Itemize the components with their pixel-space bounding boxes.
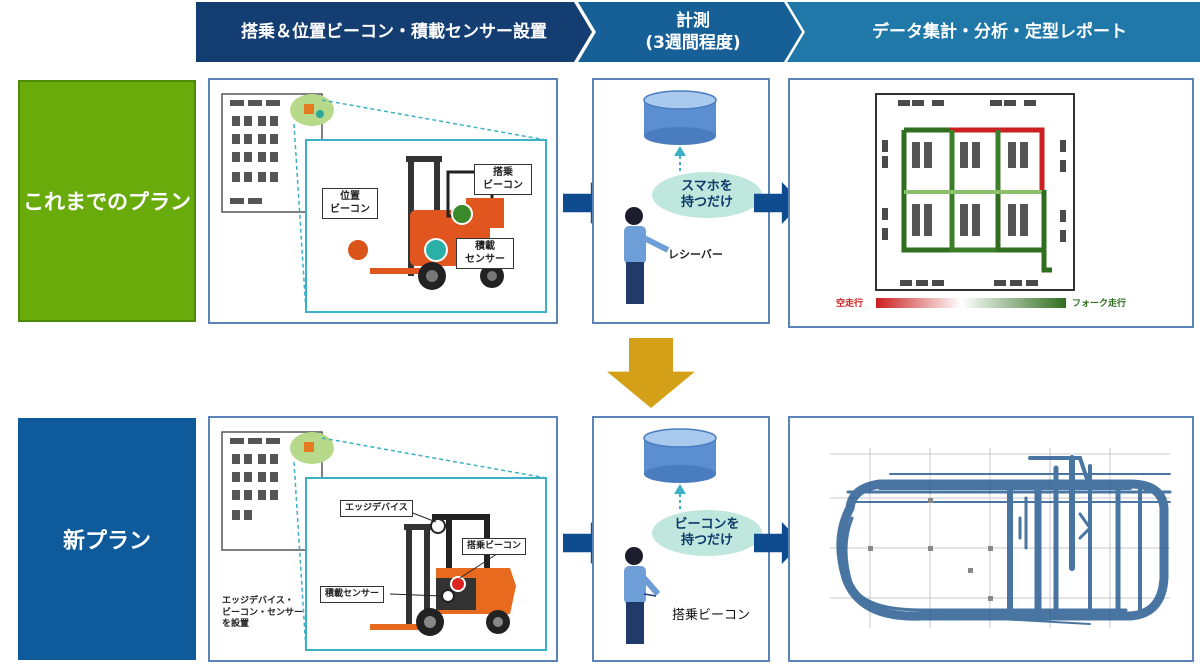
legend-fork-run: フォーク走行 bbox=[1072, 299, 1127, 309]
racks bbox=[912, 142, 1028, 236]
old-install-panel: 位置ビーコン 搭乗ビーコン 積載センサー bbox=[208, 78, 558, 324]
route-lines bbox=[901, 127, 1052, 273]
old-plan-text: これまでのプラン bbox=[23, 190, 191, 214]
boarding-beacon-label: 搭乗ビーコン bbox=[672, 608, 751, 623]
old-measure-panel: スマホを持つだけ レシーバー bbox=[592, 78, 770, 324]
step-install-header: 搭乗＆位置ビーコン・積載センサー設置 bbox=[196, 2, 592, 62]
step-report-header: データ集計・分析・定型レポート bbox=[787, 2, 1200, 62]
legend-empty-run: 空走行 bbox=[836, 299, 864, 309]
step-measure-duration: (3週間程度) bbox=[645, 33, 741, 53]
new-install-panel: エッジデバイス 搭乗ビーコン 積載センサー エッジデバイス・ビーコン・センサーを… bbox=[208, 416, 558, 662]
boarding-beacon-callout: 搭乗ビーコン bbox=[462, 538, 527, 556]
route-heatmap-figure bbox=[875, 93, 1075, 308]
new-report-panel bbox=[788, 416, 1194, 662]
person-icon bbox=[624, 547, 661, 644]
old-measure-illustration bbox=[624, 90, 717, 304]
install-note: エッジデバイス・ビーコン・センサーを設置 bbox=[222, 596, 304, 630]
new-measure-panel: ビーコンを持つだけ 搭乗ビーコン bbox=[592, 416, 770, 662]
mini-shelves bbox=[230, 100, 280, 204]
load-sensor-marker bbox=[441, 589, 455, 603]
transition-down-arrow bbox=[607, 338, 695, 408]
old-report-panel: 空走行 フォーク走行 bbox=[788, 78, 1194, 328]
track-density-map bbox=[830, 448, 1172, 628]
step-measure-header: 計測 (3週間程度) bbox=[578, 2, 802, 62]
load-sensor-callout: 積載センサー bbox=[456, 238, 514, 269]
pillars bbox=[868, 498, 993, 601]
mini-forklift-icon bbox=[304, 104, 314, 114]
old-plan-label: これまでのプラン bbox=[18, 80, 196, 322]
boarding-beacon-marker bbox=[450, 576, 466, 592]
new-plan-text: 新プラン bbox=[62, 529, 151, 554]
legend-gradient-bar bbox=[876, 298, 1066, 308]
load-sensor-callout: 積載センサー bbox=[320, 586, 385, 604]
smartphone-bubble: スマホを持つだけ bbox=[652, 172, 762, 218]
new-plan-label: 新プラン bbox=[18, 418, 196, 660]
old-install-illustration bbox=[221, 93, 547, 313]
step-install-label: 搭乗＆位置ビーコン・積載センサー設置 bbox=[241, 21, 547, 42]
boarding-beacon-marker bbox=[451, 203, 473, 225]
edge-device-marker bbox=[430, 518, 446, 534]
position-beacon-marker bbox=[346, 238, 370, 262]
edge-device-callout: エッジデバイス bbox=[340, 500, 413, 518]
forklift-tracks bbox=[836, 455, 1172, 625]
database-icon bbox=[643, 428, 717, 483]
new-measure-illustration bbox=[624, 428, 717, 644]
warehouse-shelves bbox=[882, 100, 1066, 286]
position-beacon-callout: 位置ビーコン bbox=[322, 188, 378, 219]
load-sensor-marker bbox=[424, 238, 448, 262]
person-icon bbox=[624, 207, 670, 304]
receiver-label: レシーバー bbox=[668, 248, 723, 261]
boarding-beacon-callout: 搭乗ビーコン bbox=[474, 164, 532, 195]
floor-grid bbox=[830, 448, 1170, 628]
step-report-label: データ集計・分析・定型レポート bbox=[872, 21, 1127, 42]
step-measure-label: 計測 bbox=[676, 10, 710, 31]
database-icon bbox=[643, 90, 717, 145]
beacon-bubble: ビーコンを持つだけ bbox=[652, 510, 762, 556]
